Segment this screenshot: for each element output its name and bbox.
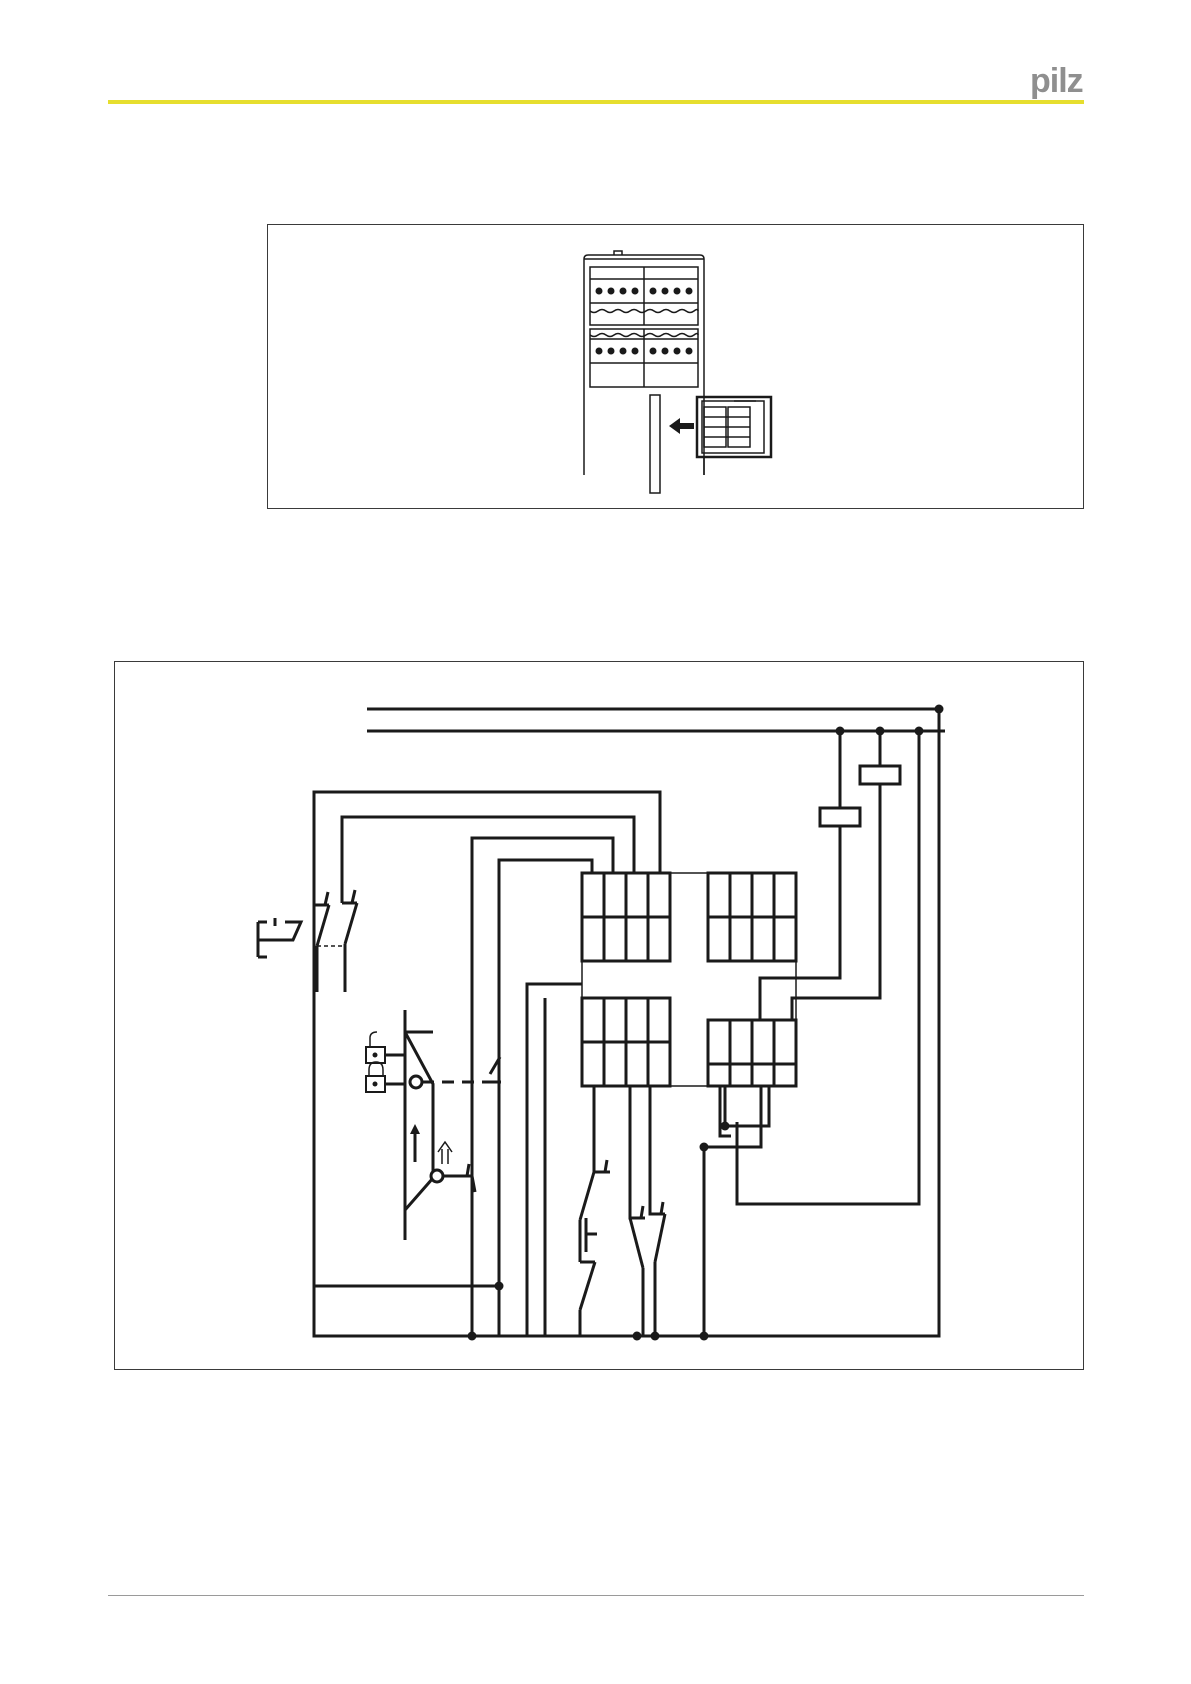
figure-module-insertion bbox=[267, 224, 1084, 509]
terminal-block-top-left bbox=[582, 873, 670, 961]
terminal-block-bottom-right bbox=[708, 1020, 796, 1086]
footer-rule bbox=[108, 1595, 1084, 1596]
header-accent-rule bbox=[108, 100, 1084, 104]
module-insertion-drawing bbox=[268, 225, 1085, 510]
terminal-block-top-right bbox=[708, 873, 796, 961]
terminal-block-bottom-left bbox=[582, 998, 670, 1086]
wiring-diagram-drawing bbox=[115, 662, 1085, 1371]
pilz-logo: pilz bbox=[1030, 64, 1083, 98]
figure-wiring-diagram bbox=[114, 661, 1084, 1370]
